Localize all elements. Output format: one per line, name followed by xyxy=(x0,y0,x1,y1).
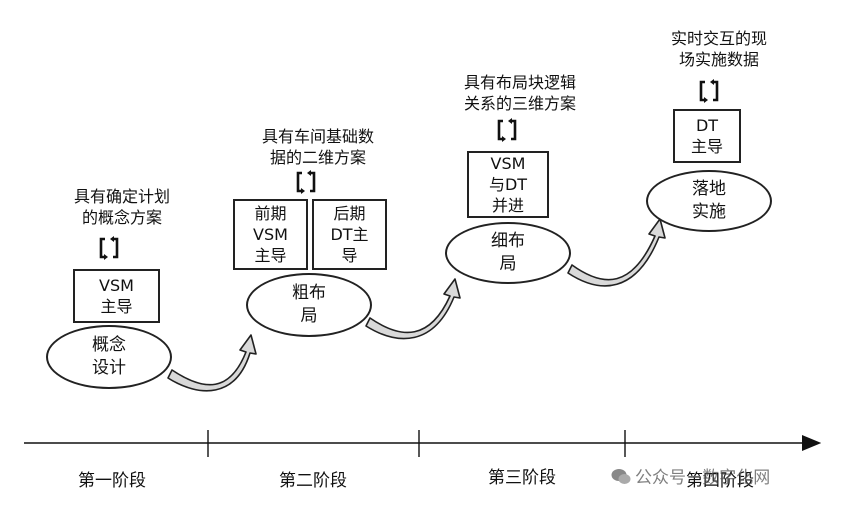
stage4-caption: 实时交互的现场实施数据 xyxy=(670,29,767,69)
cycle-arrows-icon xyxy=(699,79,719,103)
curved-arrow-icon xyxy=(567,218,666,287)
stage3-caption: 具有布局块逻辑关系的三维方案 xyxy=(463,73,576,113)
stage1-label: 第一阶段 xyxy=(78,471,146,491)
stage4-label: 第四阶段 xyxy=(686,471,754,491)
watermark-text: 公众号 · 数字化网 xyxy=(635,468,771,488)
curved-arrow-icon xyxy=(167,334,257,392)
wechat-icon xyxy=(611,469,631,484)
curved-arrow-icon xyxy=(365,278,461,340)
stage3-label: 第三阶段 xyxy=(488,468,556,488)
cycle-arrows-icon xyxy=(497,118,517,142)
stage4-ellipse: 落地实施 xyxy=(646,170,772,232)
cycle-arrows-icon xyxy=(99,236,119,260)
stage2-label: 第二阶段 xyxy=(279,471,347,491)
stage3-ellipse: 细布局 xyxy=(445,222,571,284)
stage1-ellipse: 概念设计 xyxy=(46,325,172,389)
cycle-arrows-icon xyxy=(296,170,316,194)
stage2-caption: 具有车间基础数据的二维方案 xyxy=(261,127,374,167)
timeline xyxy=(24,430,822,457)
stage2-ellipse: 粗布局 xyxy=(246,273,372,337)
watermark: 公众号 · 数字化网 xyxy=(611,463,770,488)
stage1-caption: 具有确定计划的概念方案 xyxy=(73,187,170,227)
